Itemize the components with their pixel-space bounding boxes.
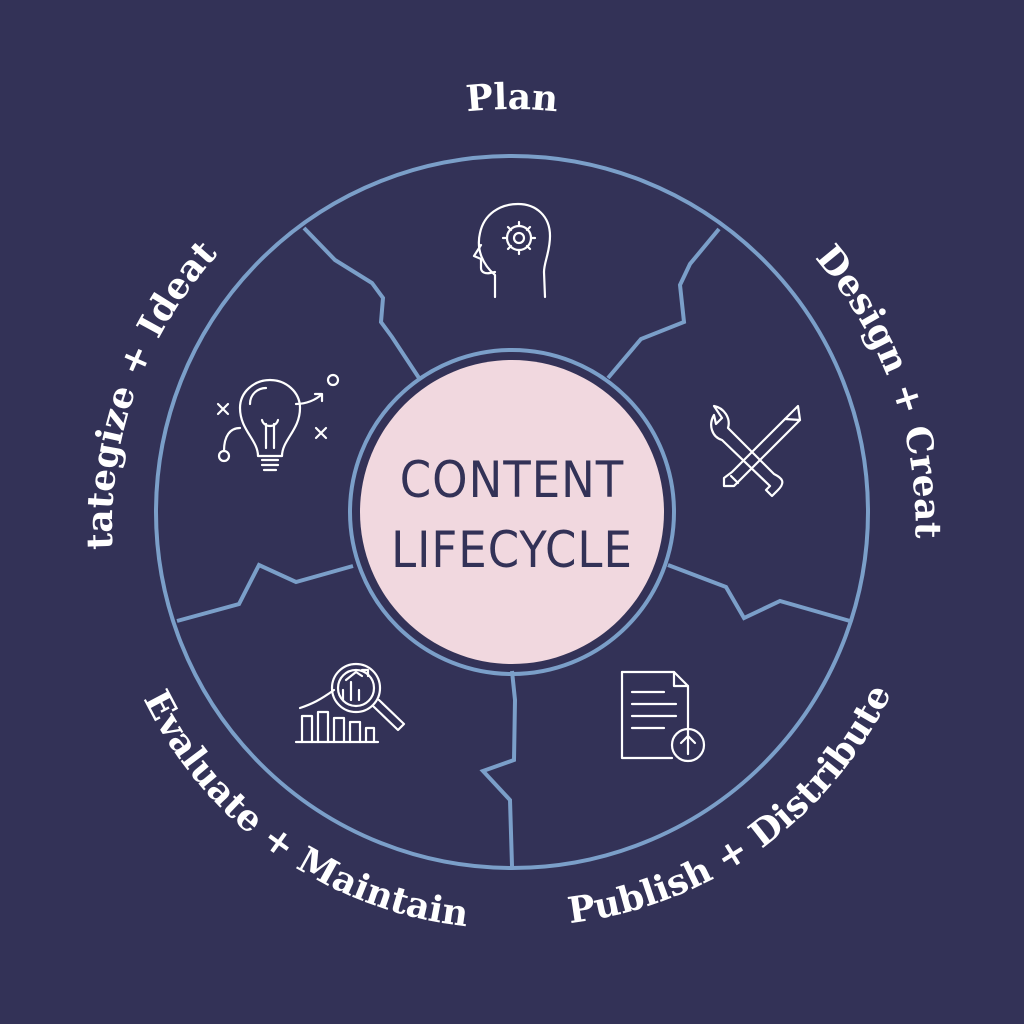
center-title-line2: LIFECYCLE — [391, 521, 633, 579]
document-upload-icon — [620, 670, 706, 763]
divider-design-publish — [667, 563, 851, 623]
wrench-pencil-icon — [710, 404, 802, 498]
center-title-line1: CONTENT — [400, 451, 624, 509]
center-outer-ring — [348, 348, 676, 676]
outer-ring — [154, 154, 870, 870]
divider-evaluate-strategize — [176, 562, 354, 623]
chart-magnifier-icon — [294, 662, 406, 744]
divider-plan-strategize — [302, 226, 421, 380]
divider-plan-design — [606, 227, 721, 380]
stage-label-plan: Plan — [464, 76, 559, 120]
divider-publish-evaluate — [479, 670, 518, 867]
center-circle — [360, 360, 664, 664]
lightbulb-strategy-icon — [216, 373, 340, 472]
head-gear-icon — [472, 202, 552, 299]
